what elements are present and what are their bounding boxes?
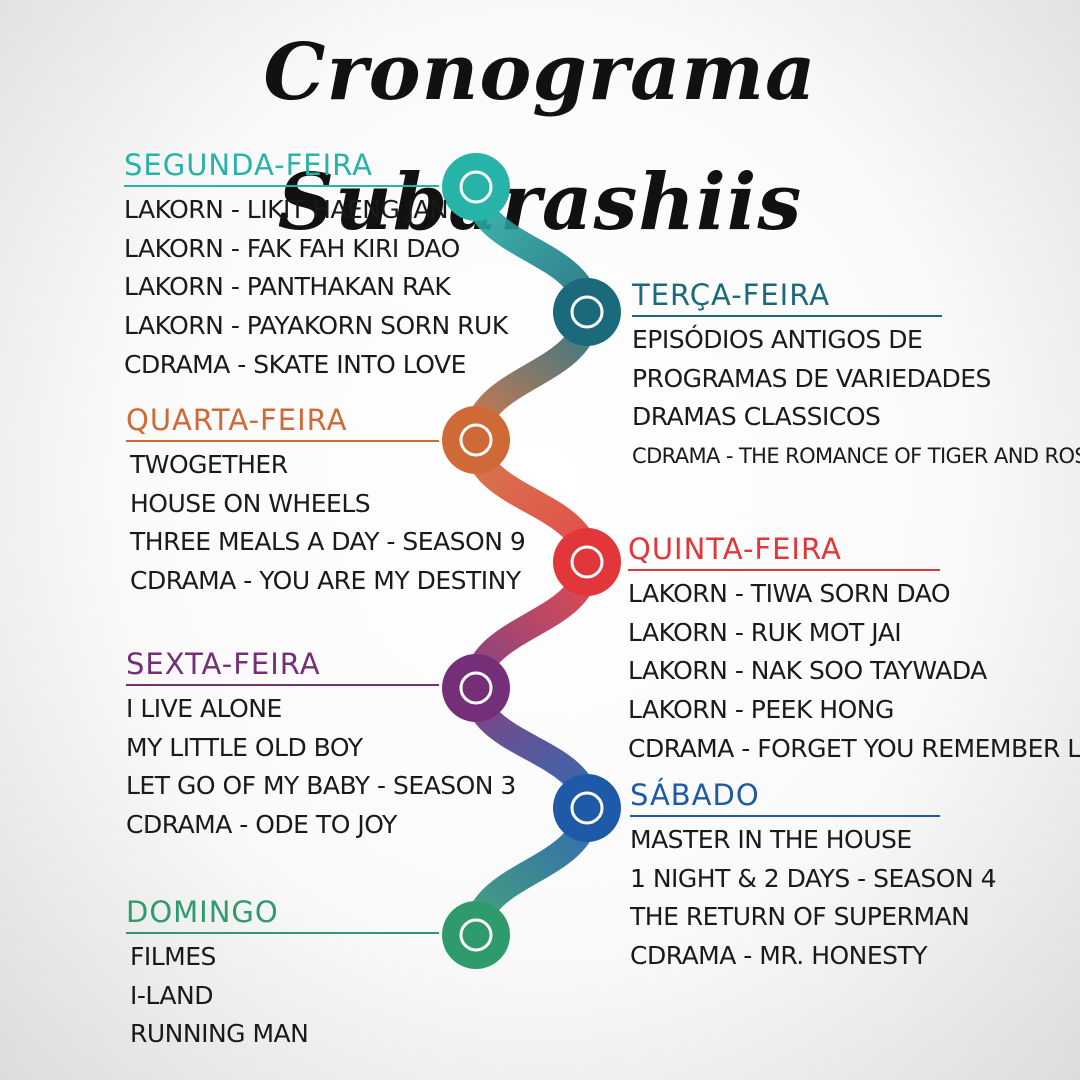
program-item: DRAMAS CLASSICOS: [632, 402, 881, 432]
ring-icon: [459, 423, 493, 457]
day-heading: SEXTA-FEIRA: [126, 645, 439, 686]
program-item: MASTER IN THE HOUSE: [630, 825, 912, 854]
program-item: LAKORN - TIWA SORN DAO: [628, 579, 951, 608]
program-item: CDRAMA - MR. HONESTY: [630, 941, 928, 971]
day-heading: TERÇA-FEIRA: [632, 276, 942, 317]
program-item: CDRAMA - YOU ARE MY DESTINY: [130, 566, 521, 596]
timeline-node-segunda: [442, 153, 510, 221]
program-item: PROGRAMAS DE VARIEDADES: [632, 363, 991, 393]
program-item: LAKORN - PEEK HONG: [628, 695, 894, 725]
day-terca: TERÇA-FEIRA EPISÓDIOS ANTIGOS DE PROGRAMA…: [632, 276, 1080, 476]
program-list: LAKORN - LIKIT HAENG JAN LAKORN - FAK FAH…: [124, 191, 508, 385]
program-item: CDRAMA - THE ROMANCE OF TIGER AND ROSE: [632, 444, 1080, 469]
program-item: HOUSE ON WHEELS: [130, 488, 371, 518]
ring-icon: [459, 918, 493, 952]
day-heading: SEGUNDA-FEIRA: [124, 146, 439, 187]
day-heading: SÁBADO: [630, 776, 940, 817]
program-item: EPISÓDIOS ANTIGOS DE: [632, 325, 923, 354]
timeline-node-sabado: [553, 774, 621, 842]
program-item: TWOGETHER: [130, 450, 288, 479]
day-heading: QUARTA-FEIRA: [126, 401, 439, 442]
ring-icon: [570, 545, 604, 579]
program-list: EPISÓDIOS ANTIGOS DE PROGRAMAS DE VARIEDA…: [632, 321, 1080, 476]
timeline-node-domingo: [442, 901, 510, 969]
program-item: CDRAMA - FORGET YOU REMEMBER LOVE: [628, 733, 1080, 763]
program-item: LAKORN - PANTHAKAN RAK: [124, 272, 451, 302]
program-item: RUNNING MAN: [130, 1019, 309, 1049]
timeline-node-sexta: [442, 654, 510, 722]
timeline-node-quarta: [442, 406, 510, 474]
ring-icon: [459, 671, 493, 705]
program-item: I LIVE ALONE: [126, 694, 282, 723]
timeline-node-quinta: [553, 528, 621, 596]
day-heading: DOMINGO: [126, 893, 439, 934]
page-title: Cronograma Subarashiis: [263, 27, 817, 248]
program-item: MY LITTLE OLD BOY: [126, 732, 363, 762]
ring-icon: [570, 295, 604, 329]
day-sexta: SEXTA-FEIRA I LIVE ALONE MY LITTLE OLD BO…: [126, 645, 516, 845]
program-item: FILMES: [130, 942, 216, 971]
program-item: THREE MEALS A DAY - SEASON 9: [130, 527, 526, 557]
ring-icon: [570, 791, 604, 825]
day-sabado: SÁBADO MASTER IN THE HOUSE 1 NIGHT & 2 DA…: [630, 776, 997, 976]
ring-icon: [459, 170, 493, 204]
program-item: LAKORN - RUK MOT JAI: [628, 617, 902, 647]
day-heading: QUINTA-FEIRA: [628, 530, 940, 571]
program-list: TWOGETHER HOUSE ON WHEELS THREE MEALS A DA…: [126, 446, 526, 601]
program-item: LAKORN - PAYAKORN SORN RUK: [124, 311, 508, 341]
program-item: LET GO OF MY BABY - SEASON 3: [126, 771, 516, 801]
program-item: LAKORN - NAK SOO TAYWADA: [628, 656, 987, 686]
program-list: LAKORN - TIWA SORN DAO LAKORN - RUK MOT J…: [628, 575, 1080, 769]
program-list: I LIVE ALONE MY LITTLE OLD BOY LET GO OF M…: [126, 690, 516, 845]
program-list: FILMES I-LAND RUNNING MAN: [126, 938, 439, 1054]
day-quarta: QUARTA-FEIRA TWOGETHER HOUSE ON WHEELS THR…: [126, 401, 526, 601]
program-list: MASTER IN THE HOUSE 1 NIGHT & 2 DAYS - SE…: [630, 821, 997, 976]
program-item: CDRAMA - SKATE INTO LOVE: [124, 349, 466, 379]
timeline-node-terca: [553, 278, 621, 346]
program-item: CDRAMA - ODE TO JOY: [126, 810, 397, 840]
program-item: LAKORN - FAK FAH KIRI DAO: [124, 233, 460, 263]
program-item: THE RETURN OF SUPERMAN: [630, 902, 970, 932]
program-item: LAKORN - LIKIT HAENG JAN: [124, 195, 449, 224]
day-domingo: DOMINGO FILMES I-LAND RUNNING MAN: [126, 893, 439, 1054]
program-item: 1 NIGHT & 2 DAYS - SEASON 4: [630, 863, 997, 893]
program-item: I-LAND: [130, 980, 213, 1010]
